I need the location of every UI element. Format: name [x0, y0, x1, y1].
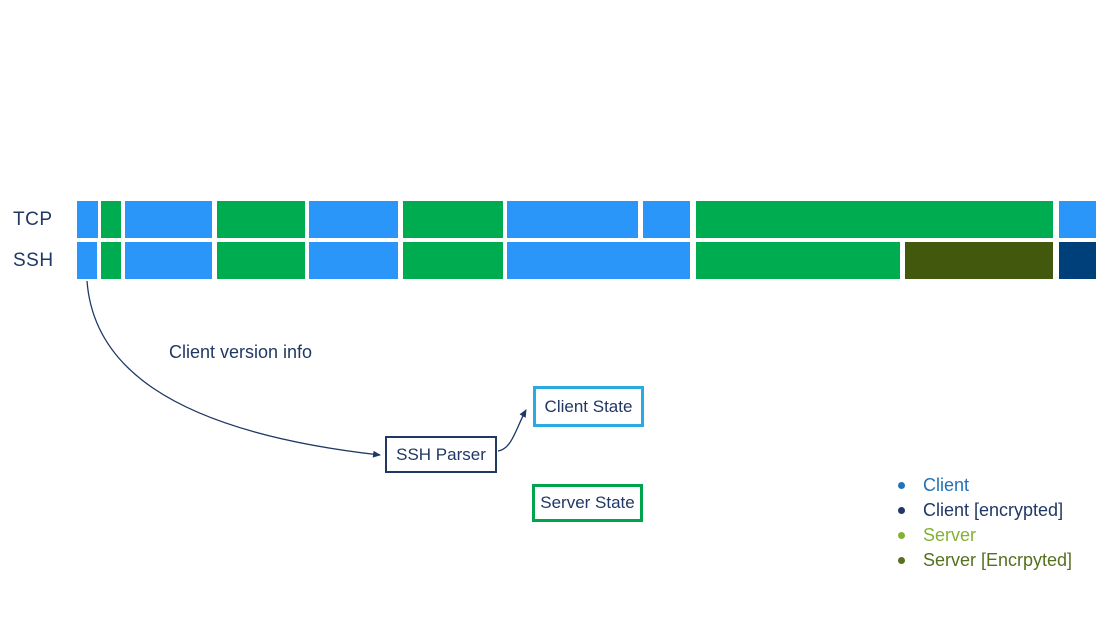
packet-segment-ssh-client [125, 242, 212, 279]
parser-to-client-state-arrow [497, 409, 527, 452]
packet-segment-tcp-server [217, 201, 305, 238]
packet-segment-ssh-client_encrypted [1059, 242, 1096, 279]
packet-segment-ssh-client [309, 242, 398, 279]
packet-segment-ssh-client [77, 242, 97, 279]
legend-item: Client [890, 473, 1072, 498]
packet-segment-tcp-server [696, 201, 1053, 238]
packet-segment-ssh-server_encrypted [905, 242, 1053, 279]
server-state-box: Server State [532, 484, 643, 522]
packet-segment-tcp-client [507, 201, 638, 238]
packet-segment-ssh-server [696, 242, 900, 279]
legend-bullet-icon [898, 482, 905, 489]
packet-segment-ssh-server [217, 242, 305, 279]
client-version-info-label: Client version info [169, 342, 313, 362]
ssh-parser-label: SSH Parser [396, 444, 486, 464]
client-version-arrow [86, 280, 381, 458]
legend-bullet-icon [898, 557, 905, 564]
legend-label: Server [Encrpyted] [923, 550, 1073, 570]
legend-item: Client [encrypted] [890, 498, 1072, 523]
legend-label: Client [923, 475, 970, 495]
legend-label: Client [encrypted] [923, 500, 1064, 520]
packet-segment-ssh-server [101, 242, 121, 279]
legend-bullet-icon [898, 532, 905, 539]
packet-segment-tcp-client [77, 201, 98, 238]
legend-item: Server [890, 523, 1072, 548]
packet-segment-tcp-server [403, 201, 503, 238]
legend-bullet-icon [898, 507, 905, 514]
packet-segment-tcp-client [125, 201, 212, 238]
client-state-box: Client State [533, 386, 644, 427]
packet-segment-tcp-client [643, 201, 690, 238]
ssh-parser-box: SSH Parser [385, 436, 497, 473]
client-state-label: Client State [544, 396, 633, 416]
legend-item: Server [Encrpyted] [890, 548, 1072, 573]
packet-segment-tcp-server [101, 201, 121, 238]
row-label-ssh: SSH [13, 250, 54, 271]
packet-segment-tcp-client [1059, 201, 1096, 238]
server-state-label: Server State [540, 493, 635, 512]
packet-segment-ssh-client [507, 242, 690, 279]
legend-label: Server [923, 525, 977, 545]
packet-segment-tcp-client [309, 201, 398, 238]
row-label-tcp: TCP [13, 209, 53, 230]
packet-segment-ssh-server [403, 242, 503, 279]
